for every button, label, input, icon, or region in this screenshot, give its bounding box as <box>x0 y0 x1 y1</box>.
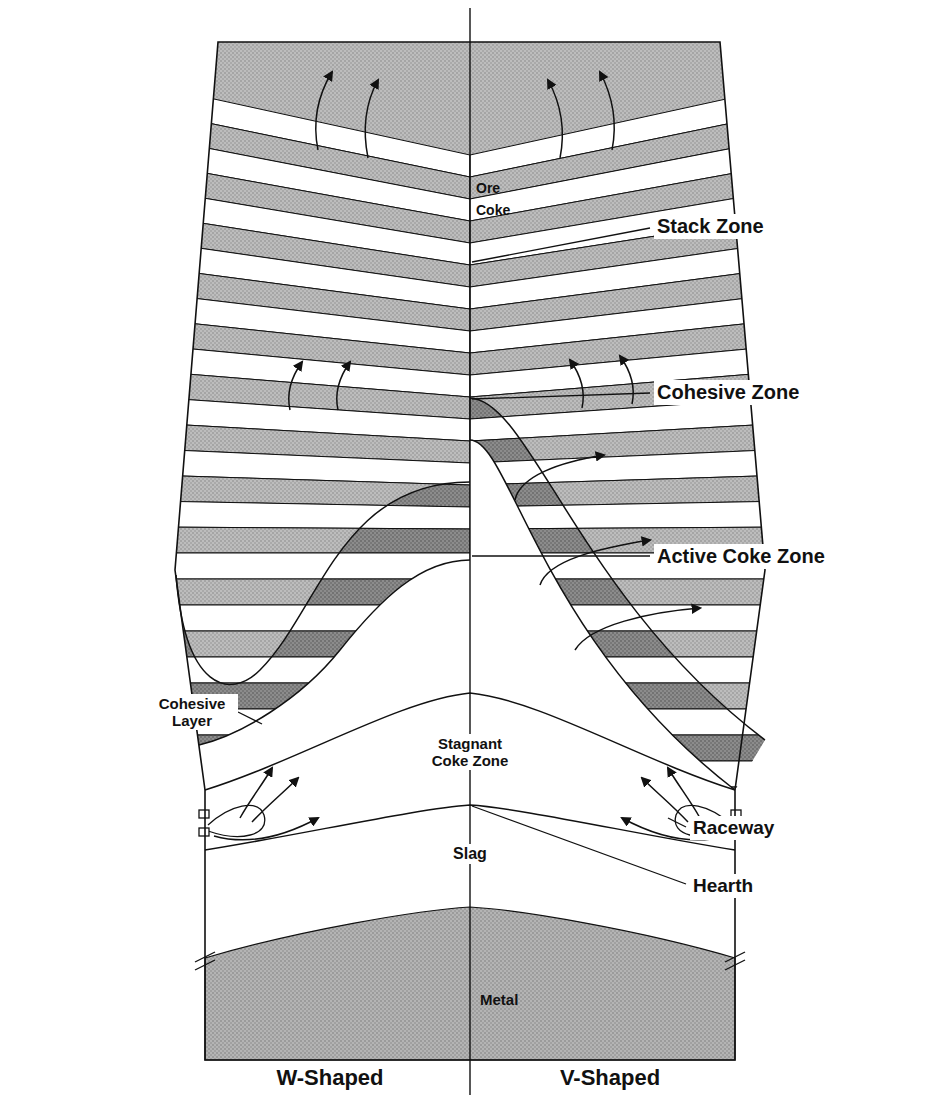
gas-flow-arrow <box>337 362 350 410</box>
cohesive-ore-layer <box>150 423 470 463</box>
cohesive-ore-layer <box>150 527 470 553</box>
shape-caption: W-Shaped <box>276 1065 383 1090</box>
leader-line <box>472 555 650 556</box>
cohesive-ore-layer <box>150 475 470 507</box>
raceway-left <box>208 805 265 836</box>
cohesive-ore-layer <box>470 579 790 605</box>
gas-flow-arrow <box>620 356 633 404</box>
break-mark <box>725 952 745 962</box>
leader-line <box>472 806 686 884</box>
zone-label: Active Coke Zone <box>654 544 828 569</box>
gas-flow-arrow <box>289 362 302 410</box>
cohesive-ore-layer <box>150 371 470 419</box>
gas-flow-arrow <box>600 72 614 150</box>
cohesive-ore-layer <box>470 631 790 657</box>
ore-label: Ore <box>476 180 500 196</box>
part-label: Hearth <box>690 874 756 898</box>
cohesive-ore-layer <box>150 267 470 331</box>
cohesive-ore-layer <box>470 111 790 199</box>
coke-layer <box>470 449 790 485</box>
coke-layer <box>470 85 790 177</box>
leader-line <box>472 228 650 262</box>
gas-flow-arrow <box>540 540 650 585</box>
zone-label: Stagnant Coke Zone <box>415 734 525 771</box>
cohesive-ore-layer <box>150 215 470 287</box>
cohesive-ore-layer <box>150 319 470 375</box>
gas-flow-arrow <box>515 455 604 500</box>
metal-label: Metal <box>480 991 518 1008</box>
coke-layer <box>150 293 470 353</box>
coke-layer <box>150 449 470 485</box>
gas-flow-arrow <box>240 768 272 818</box>
leader-line <box>668 818 686 827</box>
coke-layer <box>150 189 470 265</box>
cohesive-outer-right <box>470 398 765 740</box>
coke-layer <box>150 553 470 579</box>
gas-flow-arrow <box>575 608 700 650</box>
gas-flow-arrow <box>214 818 318 840</box>
gas-flow-arrow <box>365 80 378 158</box>
coke-layer <box>150 605 470 631</box>
coke-layer <box>470 137 790 221</box>
coke-layer <box>150 85 470 177</box>
center-divider <box>469 8 470 1095</box>
gas-flow-arrow <box>252 778 298 822</box>
tuyere <box>199 828 209 836</box>
tuyere <box>199 810 209 818</box>
leader-line <box>472 393 650 399</box>
cohesive-ore-layer <box>470 683 790 709</box>
zone-label: Stack Zone <box>654 214 767 239</box>
coke-label: Coke <box>476 202 510 218</box>
break-mark <box>195 960 215 970</box>
break-mark <box>195 952 215 962</box>
ore-layer <box>470 787 790 813</box>
gas-flow-arrow <box>548 80 562 158</box>
cohesive-ore-layer <box>470 163 790 243</box>
break-mark <box>725 960 745 970</box>
zone-label: Cohesive Layer <box>146 694 238 731</box>
cohesive-inner-left <box>199 560 470 745</box>
cohesive-ore-layer <box>470 423 790 463</box>
cohesive-ore-layer <box>150 163 470 243</box>
cohesive-outer-left <box>176 482 470 684</box>
ore-layer <box>150 787 470 813</box>
shape-caption: V-Shaped <box>560 1065 660 1090</box>
gas-flow-arrow <box>316 72 332 150</box>
coke-layer <box>470 605 790 631</box>
cohesive-ore-layer <box>470 319 790 375</box>
cohesive-ore-layer <box>150 111 470 199</box>
coke-layer <box>470 657 790 683</box>
ore-layer <box>150 527 470 553</box>
coke-layer <box>470 189 790 265</box>
gas-flow-arrow <box>668 768 700 818</box>
cohesive-ore-layer <box>150 579 470 605</box>
cohesive-ore-layer <box>470 787 790 813</box>
zone-label: Cohesive Zone <box>654 380 802 405</box>
coke-layer <box>150 501 470 529</box>
coke-layer <box>150 241 470 309</box>
gas-flow-arrow <box>642 778 688 822</box>
coke-layer <box>470 501 790 529</box>
coke-layer <box>150 137 470 221</box>
gas-flow-arrow <box>570 360 583 408</box>
part-label: Raceway <box>690 816 777 840</box>
leader-line <box>238 712 262 724</box>
cohesive-ore-layer <box>150 631 470 657</box>
coke-layer <box>150 397 470 441</box>
coke-layer <box>150 657 470 683</box>
coke-layer <box>150 345 470 397</box>
cohesive-ore-layer <box>150 787 470 813</box>
slag-label: Slag <box>450 844 490 864</box>
